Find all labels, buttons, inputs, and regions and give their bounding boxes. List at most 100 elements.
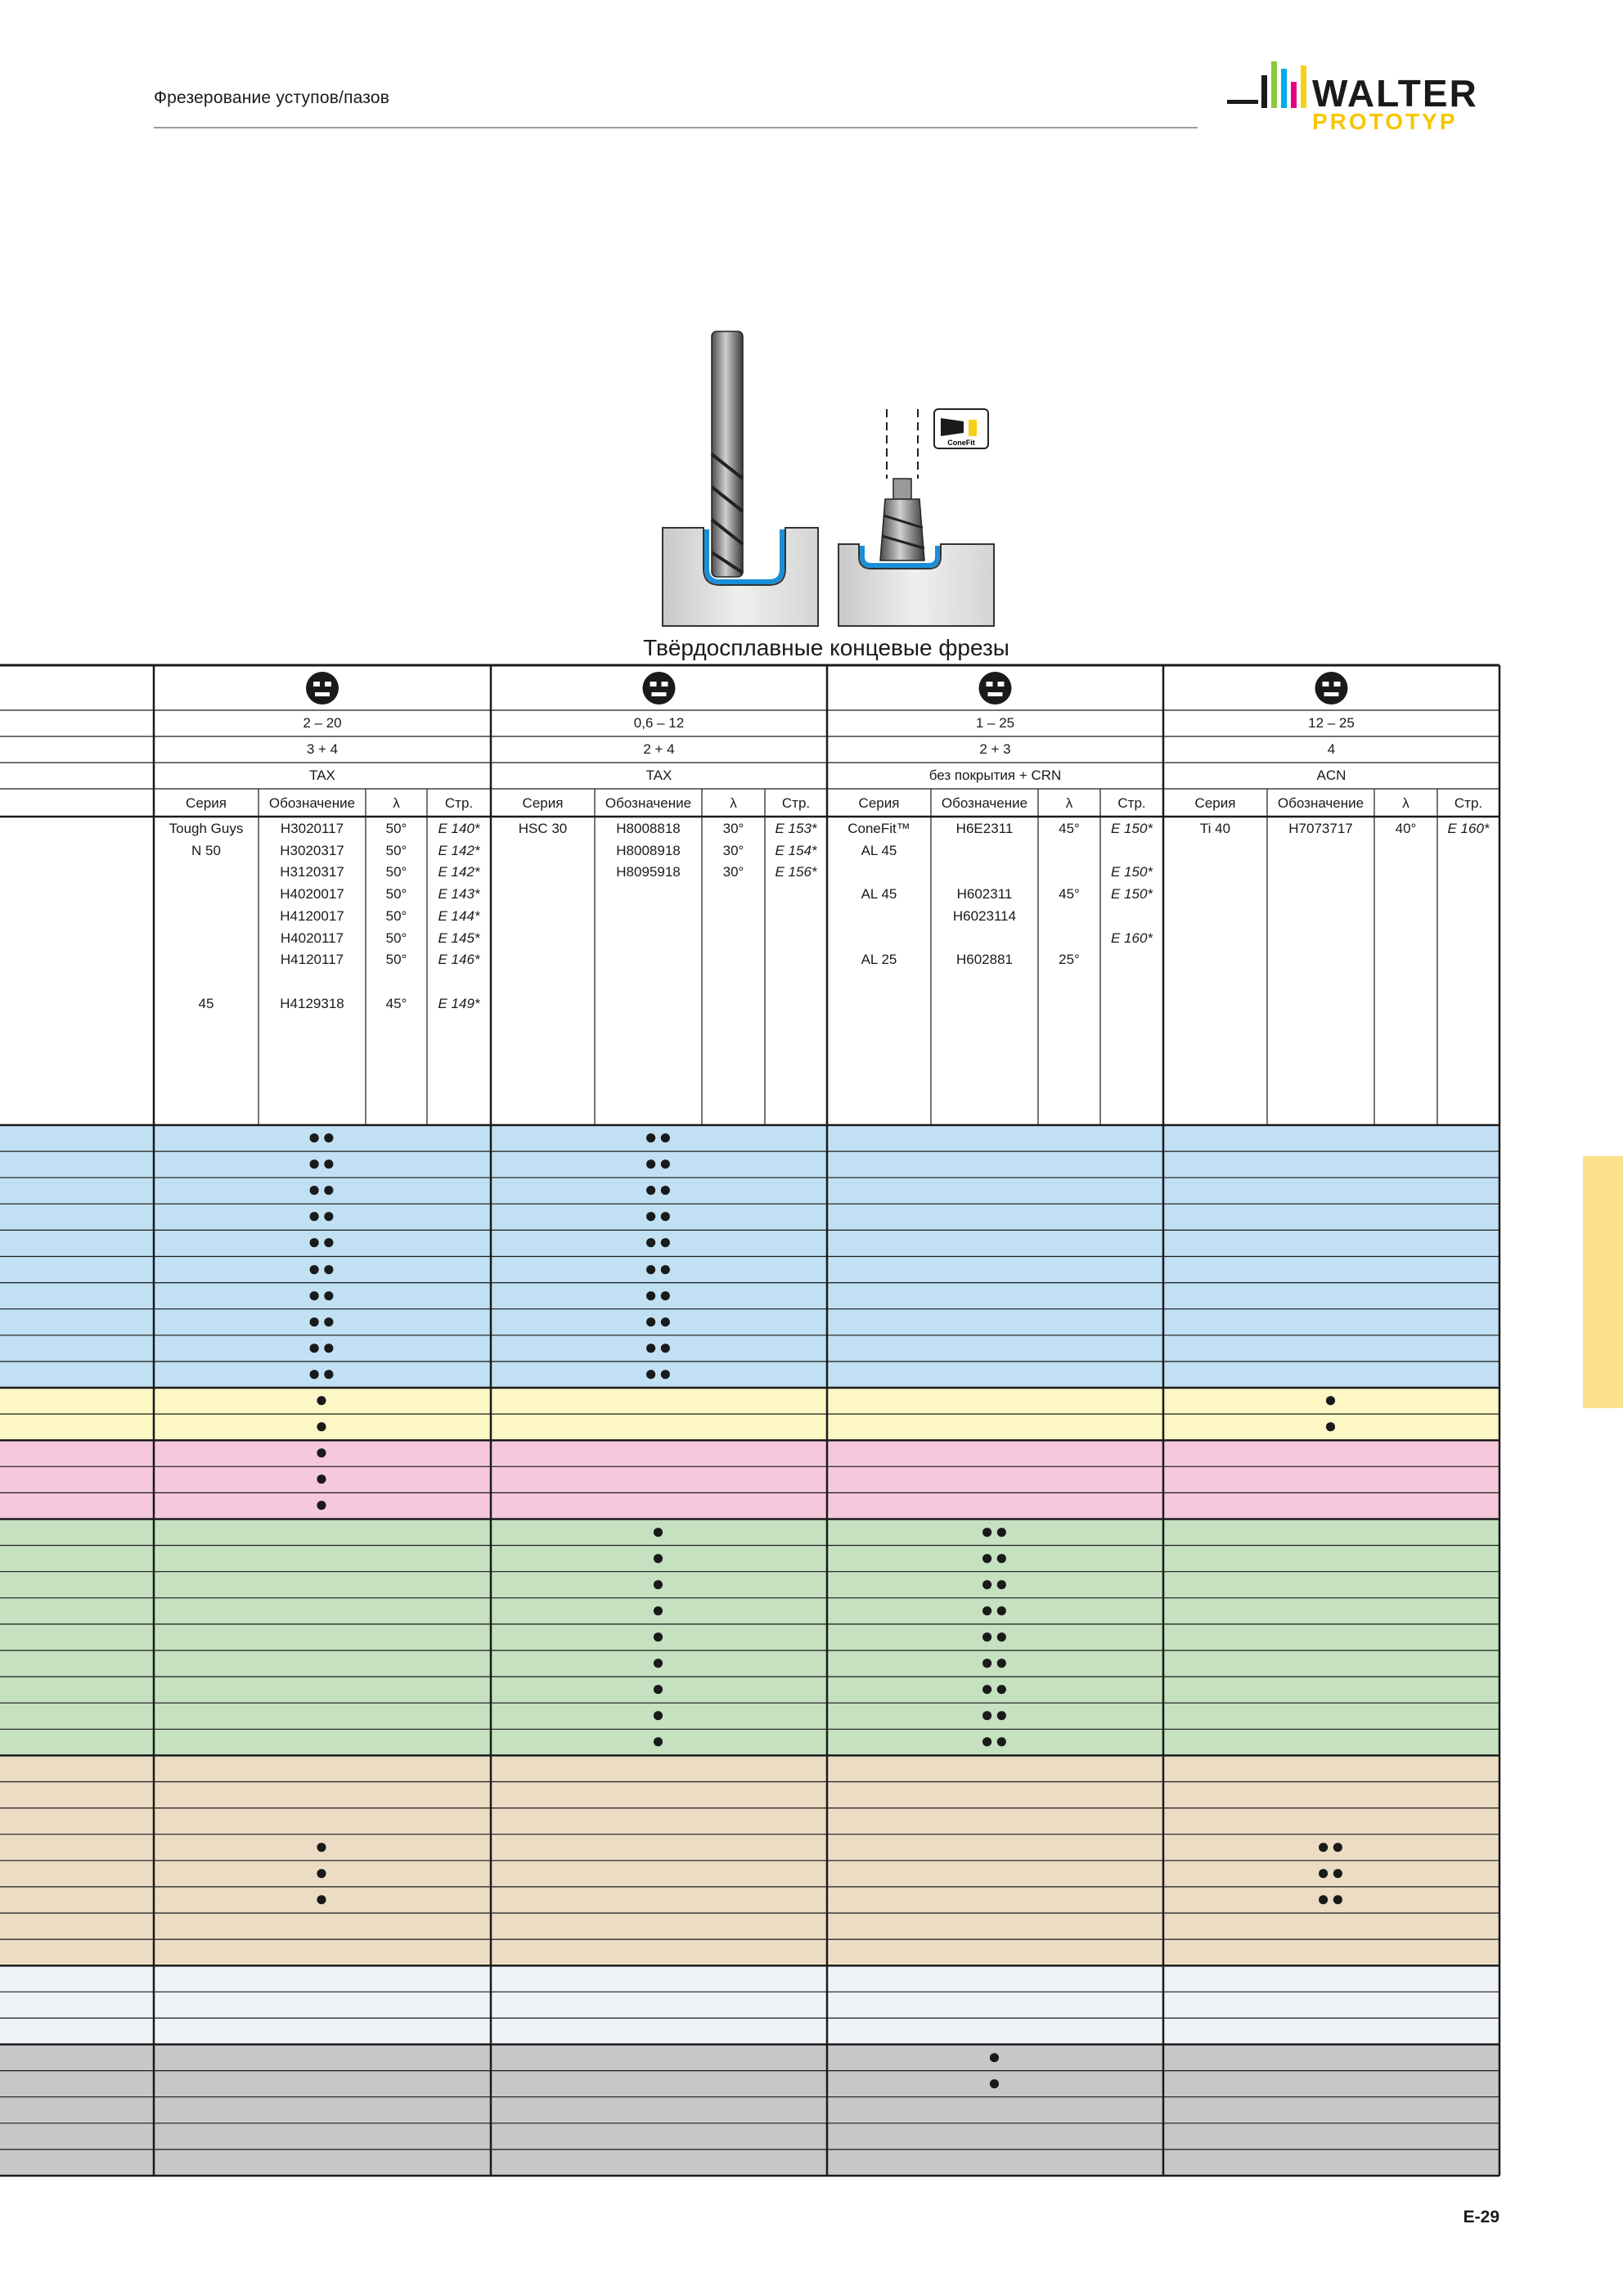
suitability-dots: ●● [308, 1360, 337, 1385]
suitability-dots: ● [1324, 1387, 1339, 1411]
tool-entry: E 142* [438, 864, 480, 880]
material-row-band [0, 1256, 1499, 1283]
suitability-dots: ●● [980, 1676, 1010, 1701]
tool-entry: H3120317 [280, 864, 344, 880]
material-row-band [0, 1677, 1499, 1704]
tool-entry: E 153* [775, 821, 817, 836]
column-header: Обозначение [268, 795, 356, 811]
tool-entry: AL 45 [861, 842, 897, 858]
suitability-dots: ● [651, 1518, 667, 1543]
suitability-dots: ●● [644, 1150, 674, 1176]
material-row-band [0, 1177, 1499, 1204]
material-row-band [0, 1808, 1499, 1835]
tool-entry: 45° [1059, 821, 1080, 836]
material-row-band [0, 1125, 1499, 1152]
column-header: Обозначение [1277, 795, 1364, 811]
column-header: λ [1065, 795, 1073, 811]
suitability-dots: ● [1324, 1413, 1339, 1438]
suitability-dots: ●● [980, 1728, 1010, 1754]
material-row-band [0, 2149, 1499, 2176]
tool-entry: H8095918 [616, 864, 681, 880]
column-header: Серия [186, 795, 227, 811]
column-header: Стр. [781, 795, 811, 811]
tool-entry: 30° [722, 821, 744, 836]
tool-entry: E 143* [438, 886, 480, 903]
material-row-band [0, 1335, 1499, 1362]
tool-entry: 50° [385, 864, 407, 880]
suitability-dots: ●● [980, 1518, 1010, 1543]
tool-entry: Tough Guys [169, 821, 244, 836]
tool-entry: H8008918 [616, 842, 681, 858]
tool-entry: HSC 30 [518, 821, 568, 836]
suitability-dots: ●● [644, 1124, 674, 1149]
material-row-band [0, 1571, 1499, 1598]
suitability-dots: ●● [980, 1702, 1010, 1727]
suitability-dots: ●● [308, 1124, 337, 1149]
tool-entry: 50° [385, 952, 407, 968]
column-header: Обозначение [941, 795, 1028, 811]
suitability-dots: ● [987, 2069, 1003, 2095]
material-row-band [0, 2018, 1499, 2045]
suitability-dots: ●● [308, 1281, 337, 1307]
material-row-band [0, 1361, 1499, 1388]
material-row-band [0, 1151, 1499, 1178]
svg-text:PROTOTYP: PROTOTYP [1312, 109, 1458, 134]
tool-entry: AL 45 [861, 886, 897, 903]
material-row-band [0, 1965, 1499, 1992]
material-row-band [0, 1755, 1499, 1782]
tool-entry: 30° [722, 842, 744, 858]
tool-entry: ConeFit™ [847, 821, 910, 836]
material-row-band [0, 1230, 1499, 1257]
suitability-dots: ●● [644, 1308, 674, 1333]
suitability-dots: ●● [308, 1203, 337, 1228]
diameter-range: 12 – 25 [1308, 715, 1355, 731]
suitability-dots: ● [651, 1650, 667, 1674]
tool-entry: E 140* [438, 821, 480, 836]
tool-entry: H4020017 [280, 886, 344, 903]
tool-entry: H602881 [955, 952, 1013, 968]
tool-entry: E 154* [775, 842, 817, 858]
column-header: Стр. [1117, 795, 1146, 811]
teeth-count: 4 [1327, 741, 1336, 757]
tool-entry: E 145* [438, 930, 480, 946]
header-divider [154, 127, 1198, 128]
diameter-range: 0,6 – 12 [633, 715, 685, 731]
suitability-dots: ●● [644, 1334, 674, 1359]
suitability-dots: ● [315, 1465, 330, 1491]
diameter-range: 2 – 20 [303, 715, 342, 731]
material-row-band [0, 1204, 1499, 1231]
material-row-band [0, 1519, 1499, 1546]
tool-entry: E 160* [1110, 930, 1153, 946]
suitability-dots: ● [651, 1596, 667, 1622]
tool-entry: Ti 40 [1199, 821, 1231, 836]
material-row-band [0, 1492, 1499, 1519]
teeth-count: 3 + 4 [306, 741, 339, 757]
tool-entry: H7073717 [1288, 821, 1353, 836]
suitability-dots: ● [315, 1387, 330, 1411]
material-row-band [0, 1703, 1499, 1730]
material-row-band [0, 1308, 1499, 1335]
svg-text:ConeFit: ConeFit [947, 439, 975, 447]
material-row-band [0, 1886, 1499, 1913]
page-section-title: Фрезерование уступов/пазов [154, 88, 390, 107]
chapter-tab [1583, 1156, 1623, 1408]
material-row-band [0, 2044, 1499, 2071]
coating-type: ACN [1316, 768, 1347, 783]
suitability-dots: ●● [980, 1650, 1010, 1674]
tool-entry: 50° [385, 930, 407, 946]
column-header: Серия [858, 795, 900, 811]
tool-entry: H4020117 [280, 930, 344, 946]
tool-entry: H8008818 [616, 821, 681, 836]
tool-entry: 50° [385, 886, 407, 903]
tool-entry: AL 25 [861, 952, 897, 968]
suitability-dots: ● [315, 1492, 330, 1517]
suitability-dots: ●● [308, 1334, 337, 1359]
material-row-band [0, 1650, 1499, 1677]
tool-entry: E 150* [1110, 864, 1153, 880]
tool-entry: 45° [1059, 886, 1080, 903]
milling-illustration: ConeFit [662, 331, 995, 627]
suitability-dots: ● [651, 1728, 667, 1754]
column-header: Стр. [1454, 795, 1483, 811]
column-header: Стр. [444, 795, 474, 811]
material-row-band [0, 1860, 1499, 1887]
